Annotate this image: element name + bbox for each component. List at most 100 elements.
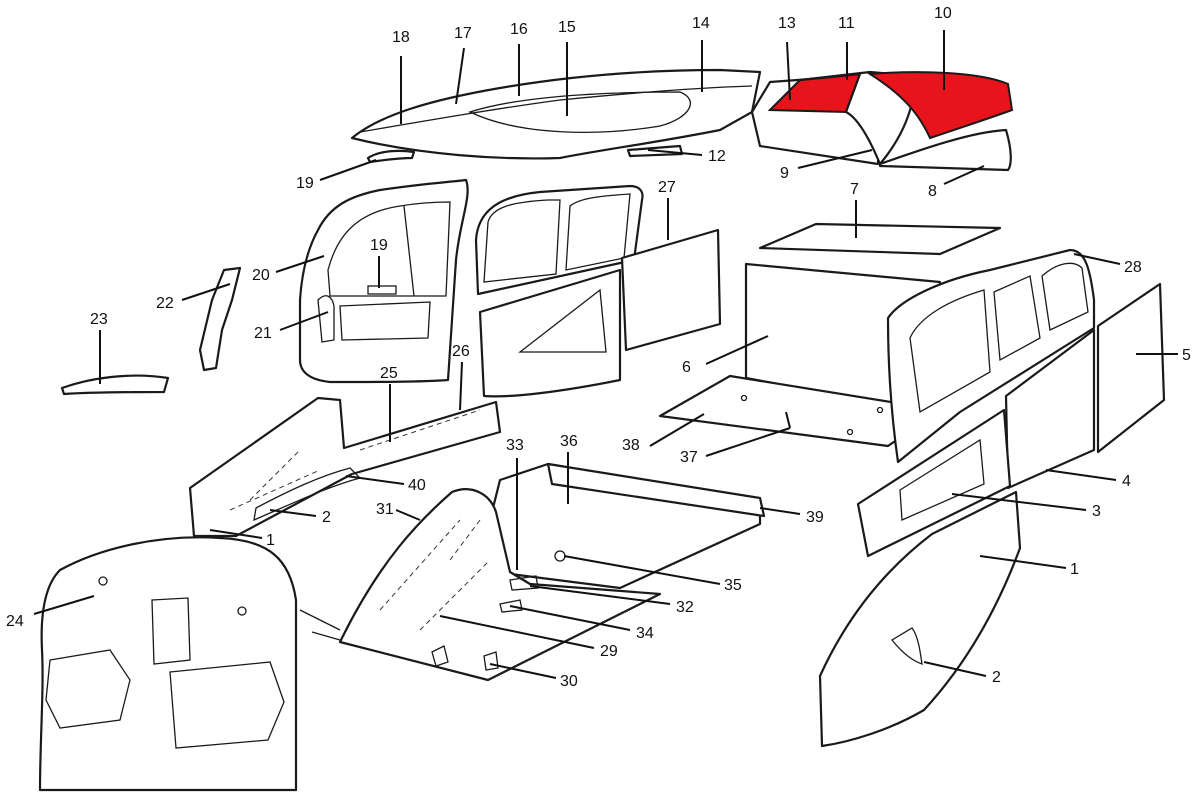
leader-39 bbox=[759, 507, 801, 515]
callout-35: 35 bbox=[724, 577, 742, 594]
leader-26 bbox=[459, 361, 463, 411]
callout-6: 6 bbox=[682, 359, 691, 376]
right-door-trim-3 bbox=[856, 408, 1012, 558]
callout-28: 28 bbox=[1124, 259, 1142, 276]
a-pillar-trim-22 bbox=[198, 266, 242, 372]
leader-20 bbox=[275, 255, 325, 273]
leader-1b bbox=[979, 555, 1067, 569]
left-rear-panel-27 bbox=[620, 228, 722, 352]
callout-2-right: 2 bbox=[992, 669, 1001, 686]
floor-edge-lower bbox=[299, 609, 341, 641]
leader-2b bbox=[923, 661, 987, 677]
leader-1a bbox=[209, 529, 263, 539]
left-door-window-frame bbox=[327, 201, 451, 297]
callout-25: 25 bbox=[380, 365, 398, 382]
headliner-assembly bbox=[350, 68, 1014, 172]
callout-21: 21 bbox=[254, 325, 272, 342]
floor-clip-30a bbox=[431, 645, 449, 667]
leader-32 bbox=[529, 585, 671, 605]
callout-3: 3 bbox=[1092, 503, 1101, 520]
callout-30: 30 bbox=[560, 673, 578, 690]
callout-36: 36 bbox=[560, 433, 578, 450]
headliner-dome bbox=[468, 91, 692, 133]
leader-17 bbox=[455, 47, 465, 105]
callout-31: 31 bbox=[376, 501, 394, 518]
firewall-hole-right bbox=[237, 606, 247, 616]
callout-5: 5 bbox=[1182, 347, 1191, 364]
leader-35 bbox=[563, 555, 721, 585]
left-door-handle-19 bbox=[367, 285, 397, 295]
left-door-armrest-opening bbox=[339, 301, 431, 341]
console-tunnel-pattern bbox=[379, 519, 491, 631]
callout-40: 40 bbox=[408, 477, 426, 494]
callout-26: 26 bbox=[452, 343, 470, 360]
left-rear-window-panel bbox=[474, 184, 722, 398]
firewall-cutout-left bbox=[45, 649, 131, 729]
cargo-screw-a bbox=[740, 394, 748, 402]
callout-4: 4 bbox=[1122, 473, 1131, 490]
callout-27: 27 bbox=[658, 179, 676, 196]
leader-40 bbox=[345, 475, 405, 485]
leader-24 bbox=[33, 595, 95, 615]
leader-9 bbox=[797, 149, 873, 169]
console-tunnel-31 bbox=[338, 488, 662, 682]
callout-23: 23 bbox=[90, 311, 108, 328]
callout-7: 7 bbox=[850, 181, 859, 198]
firewall-hole-left bbox=[98, 576, 108, 586]
leader-29 bbox=[439, 615, 595, 649]
callout-9: 9 bbox=[780, 165, 789, 182]
callout-1-right: 1 bbox=[1070, 561, 1079, 578]
right-window-frame-assembly-28 bbox=[886, 248, 1096, 464]
firewall-insulation-24 bbox=[38, 536, 298, 792]
callout-19-visor: 19 bbox=[296, 175, 314, 192]
callout-32: 32 bbox=[676, 599, 694, 616]
headliner-section-10-red bbox=[866, 71, 1014, 140]
right-window-2 bbox=[993, 275, 1041, 362]
leader-37b bbox=[785, 411, 791, 429]
headliner-front bbox=[350, 68, 762, 160]
callout-37: 37 bbox=[680, 449, 698, 466]
right-door-armrest bbox=[899, 438, 985, 521]
left-door-pull-21 bbox=[317, 295, 335, 343]
callout-13: 13 bbox=[778, 15, 796, 32]
right-window-3 bbox=[1041, 262, 1089, 331]
left-rear-quarter-window-assembly bbox=[474, 184, 644, 296]
headliner-rear-panel-8 bbox=[878, 128, 1012, 172]
sun-visor-23 bbox=[60, 374, 170, 396]
rear-floor-strip-39 bbox=[546, 462, 766, 518]
callout-29: 29 bbox=[600, 643, 618, 660]
left-rear-window-a bbox=[483, 199, 561, 283]
callout-15: 15 bbox=[558, 19, 576, 36]
callout-19-handle: 19 bbox=[370, 237, 388, 254]
leader-22 bbox=[181, 283, 231, 301]
left-rear-armrest bbox=[518, 288, 607, 353]
leader-21 bbox=[279, 311, 329, 331]
callout-20: 20 bbox=[252, 267, 270, 284]
callout-33: 33 bbox=[506, 437, 524, 454]
leader-4 bbox=[1045, 469, 1117, 481]
leader-19a bbox=[319, 159, 377, 181]
leader-38 bbox=[649, 413, 705, 447]
floor-clip-30b bbox=[483, 651, 499, 671]
right-rear-panel-5 bbox=[1096, 282, 1166, 454]
left-lower-kick-panel-pattern bbox=[229, 409, 481, 511]
callout-34: 34 bbox=[636, 625, 654, 642]
left-door-window-divider bbox=[403, 205, 415, 297]
right-window-1 bbox=[909, 289, 991, 414]
callout-39: 39 bbox=[806, 509, 824, 526]
leader-31 bbox=[395, 509, 421, 521]
callout-11: 11 bbox=[838, 15, 855, 32]
leader-12 bbox=[647, 149, 703, 156]
callout-17: 17 bbox=[454, 25, 472, 42]
callout-16: 16 bbox=[510, 21, 528, 38]
callout-24: 24 bbox=[6, 613, 24, 630]
floor-hinge-34 bbox=[499, 599, 523, 613]
callout-14: 14 bbox=[692, 15, 710, 32]
headliner-crease bbox=[359, 85, 753, 133]
leader-lines bbox=[33, 30, 1178, 679]
firewall-cutout-right bbox=[169, 661, 285, 749]
leader-28 bbox=[1073, 253, 1121, 265]
left-rear-window-b bbox=[565, 193, 631, 271]
leader-13 bbox=[786, 41, 791, 101]
